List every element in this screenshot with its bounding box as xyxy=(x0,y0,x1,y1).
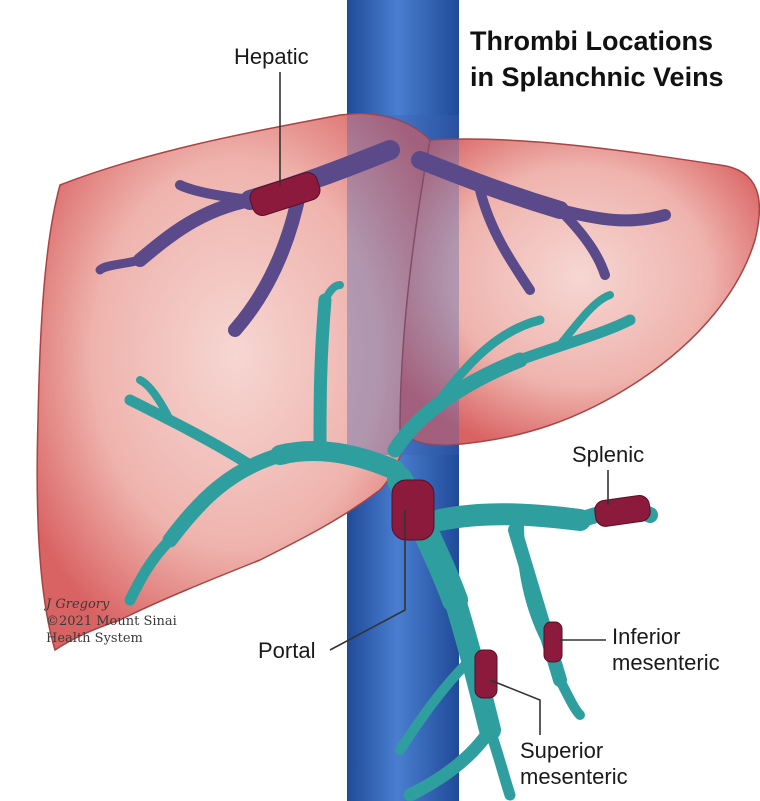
label-splenic: Splenic xyxy=(572,442,644,467)
title-line-2: in Splanchnic Veins xyxy=(470,62,724,92)
portal-thrombus xyxy=(392,480,434,540)
splenic-thrombus xyxy=(593,494,651,527)
label-inferior-mesenteric-2: mesenteric xyxy=(612,650,720,675)
label-superior-mesenteric-1: Superior xyxy=(520,738,603,763)
label-portal: Portal xyxy=(258,638,315,663)
label-hepatic: Hepatic xyxy=(234,44,309,69)
superior-mesenteric-thrombus xyxy=(475,650,497,698)
title-line-1: Thrombi Locations xyxy=(470,26,713,56)
label-superior-mesenteric-2: mesenteric xyxy=(520,764,628,789)
inferior-mesenteric-thrombus xyxy=(544,622,562,662)
credit-artist: J Gregory xyxy=(43,597,110,612)
label-inferior-mesenteric-1: Inferior xyxy=(612,624,680,649)
credit-institution: Health System xyxy=(46,631,143,646)
credit-copyright: ©2021 Mount Sinai xyxy=(46,614,177,629)
